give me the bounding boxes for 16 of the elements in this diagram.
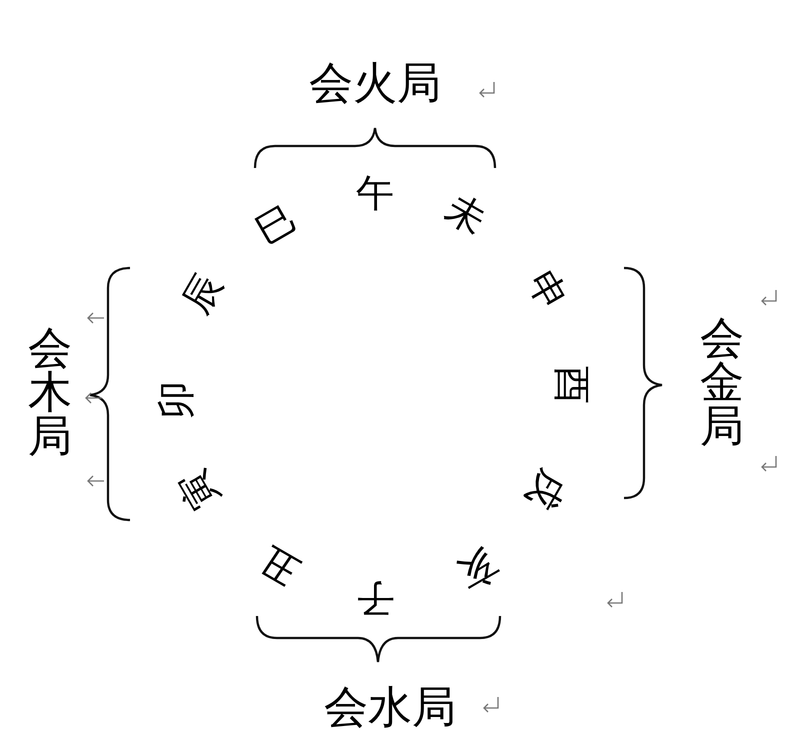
- group-heading: 会水局: [324, 686, 456, 730]
- branch-character: 亥: [452, 544, 504, 596]
- branch-character: 午: [356, 174, 394, 212]
- branch-character: 辰: [176, 267, 228, 319]
- branch-character: 酉: [553, 366, 591, 404]
- branch-character: 子: [356, 579, 394, 617]
- branch-character: 未: [440, 188, 492, 240]
- branch-character: 丑: [254, 540, 306, 592]
- branch-character: 卯: [157, 381, 195, 419]
- branch-character: 戌: [521, 464, 573, 516]
- branch-character: 寅: [172, 464, 224, 516]
- branch-character: 巳: [250, 198, 302, 250]
- branch-character: 申: [522, 265, 574, 317]
- group-heading: 会火局: [309, 62, 441, 106]
- group-heading: 会木局: [28, 327, 72, 459]
- group-heading: 会金局: [700, 317, 744, 449]
